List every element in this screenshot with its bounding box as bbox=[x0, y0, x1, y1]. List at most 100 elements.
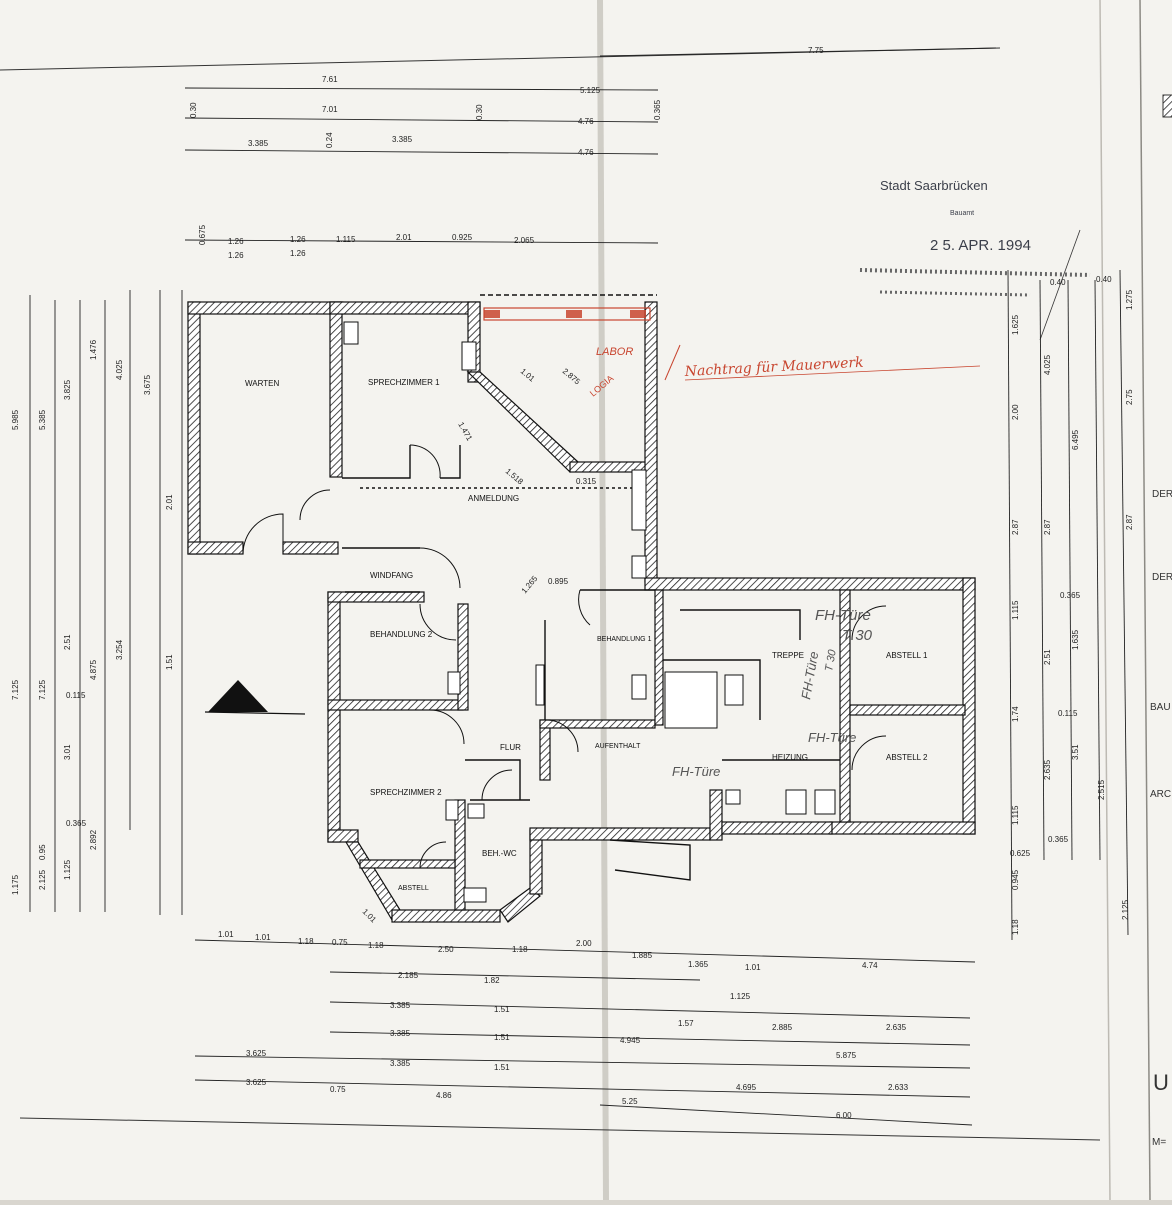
dim-bottom-b1f: 2.50 bbox=[438, 945, 454, 954]
partition-sprech1-door bbox=[440, 445, 461, 479]
title-block-inner-border bbox=[1139, 0, 1151, 1201]
sink-behandlung1 bbox=[631, 674, 647, 700]
dim-bottom-b5b: 3.385 bbox=[390, 1059, 411, 1068]
dim-left-l3: 3.825 bbox=[63, 379, 72, 400]
dim-bottom-b6f: 2.633 bbox=[888, 1083, 909, 1092]
dim-line-right-4 bbox=[1094, 279, 1101, 861]
dim-top-r6b: 3.385 bbox=[392, 135, 413, 144]
wall-abstell-north bbox=[359, 859, 456, 869]
wall-sprech1-north bbox=[329, 301, 481, 315]
dim-bottom-b1h: 2.00 bbox=[576, 939, 592, 948]
room-label-aufenthalt: AUFENTHALT bbox=[595, 743, 641, 750]
door-windfang bbox=[419, 547, 461, 589]
fixtures bbox=[343, 321, 836, 903]
dim-bottom-b1d: 0.75 bbox=[332, 938, 348, 947]
door-behandlung2 bbox=[419, 603, 457, 641]
partition-treppe-top bbox=[680, 609, 801, 640]
dim-bottom-b3d: 2.885 bbox=[772, 1023, 793, 1032]
dim-top-r7f: 2.065 bbox=[514, 236, 535, 245]
door-abstell bbox=[419, 841, 447, 869]
dim-left-l6: 3.675 bbox=[143, 374, 152, 395]
wall-warten-east bbox=[329, 301, 343, 478]
dim-left-l12: 3.01 bbox=[63, 744, 72, 760]
dim-top-r5: 4.76 bbox=[578, 117, 594, 126]
dim-left-l20: 2.125 bbox=[38, 869, 47, 890]
room-label-sprechzimmer2: SPRECHZIMMER 2 bbox=[370, 788, 442, 797]
room-label-beh-wc: BEH.-WC bbox=[482, 849, 517, 858]
room-label-abstell2: ABSTELL 2 bbox=[886, 753, 928, 762]
dim-top-r7h: 1.26 bbox=[290, 249, 306, 258]
room-label-labor: LABOR bbox=[596, 346, 633, 358]
frame-line-bottom bbox=[19, 1117, 1101, 1141]
dim-interior-0895: 0.895 bbox=[548, 577, 569, 586]
dim-left-l13: 2.892 bbox=[89, 829, 98, 850]
dim-left-l4: 1.476 bbox=[89, 339, 98, 360]
dim-left-l7: 7.125 bbox=[11, 679, 20, 700]
dim-bottom-b5d: 5.875 bbox=[836, 1051, 857, 1060]
dimension-lines bbox=[29, 47, 1129, 1126]
dim-top-r6a: 3.385 bbox=[248, 139, 269, 148]
wall-aufenthalt-west bbox=[539, 719, 551, 781]
dim-left-l14: 0.365 bbox=[66, 819, 87, 828]
dim-top-v024: 0.24 bbox=[325, 132, 334, 148]
room-label-flur: FLUR bbox=[500, 743, 521, 752]
dim-top-r2: 7.61 bbox=[322, 75, 338, 84]
sink-sprech2 bbox=[445, 799, 459, 821]
sink-wc bbox=[467, 803, 485, 819]
room-label-warten: WARTEN bbox=[245, 379, 279, 388]
dim-top-v0675: 0.675 bbox=[198, 224, 207, 245]
dim-right-r1: 2.00 bbox=[1011, 404, 1020, 420]
dim-bottom-b5a: 3.625 bbox=[246, 1049, 267, 1058]
meter-heizung bbox=[725, 789, 741, 805]
dim-bottom-b1j: 1.365 bbox=[688, 960, 709, 969]
red-pointer-line bbox=[664, 344, 681, 381]
dim-left-l17: 1.51 bbox=[165, 654, 174, 670]
dim-line-top-4 bbox=[184, 239, 659, 244]
dimension-labels-right: 2.00 1.625 4.025 6.495 2.75 1.275 2.87 2… bbox=[1010, 275, 1134, 935]
annotation-t30-2: T 30 bbox=[823, 648, 839, 673]
annotation-fh-tuere-1: FH-Türe bbox=[815, 607, 871, 624]
dim-bottom-b1g: 1.18 bbox=[512, 945, 528, 954]
title-block-label-b: DER bbox=[1152, 572, 1172, 583]
dim-right-r15: 3.51 bbox=[1071, 744, 1080, 760]
dim-bottom-b2a: 2.185 bbox=[398, 971, 419, 980]
dim-right-r14: 2.635 bbox=[1043, 759, 1052, 780]
dim-right-r16: 2.515 bbox=[1097, 779, 1106, 800]
dim-interior-0315: 0.315 bbox=[576, 477, 597, 486]
title-block-label-e: U bbox=[1153, 1070, 1169, 1095]
stair-block bbox=[664, 671, 718, 729]
door-abstell1 bbox=[851, 605, 887, 641]
doors bbox=[242, 444, 887, 869]
dim-left-l5: 4.025 bbox=[115, 359, 124, 380]
dim-line-top-0 bbox=[599, 47, 997, 57]
dim-bottom-b1b: 1.01 bbox=[255, 933, 271, 942]
dim-bottom-b6a: 3.625 bbox=[246, 1078, 267, 1087]
annotation-underline bbox=[684, 365, 981, 381]
dimension-labels-left: 5.985 5.385 3.825 1.476 4.025 3.675 7.12… bbox=[11, 339, 174, 895]
dim-line-right-3 bbox=[1067, 279, 1073, 861]
dim-bottom-b4b: 1.51 bbox=[494, 1033, 510, 1042]
sink-behandlung2 bbox=[447, 671, 461, 695]
dim-right-r21: 2.125 bbox=[1121, 899, 1130, 920]
dim-left-l8: 7.125 bbox=[38, 679, 47, 700]
stamp-text-line-a bbox=[859, 268, 1091, 277]
dim-bottom-b2c: 1.125 bbox=[730, 992, 751, 1001]
dim-top-r7e: 0.925 bbox=[452, 233, 473, 242]
counter-labor bbox=[631, 469, 647, 531]
dim-left-l16: 2.01 bbox=[165, 494, 174, 510]
partition-treppe bbox=[663, 659, 761, 720]
stamp-signature-stroke bbox=[1039, 229, 1081, 341]
boiler-treppe bbox=[724, 674, 744, 706]
dim-bottom-b1k: 1.01 bbox=[745, 963, 761, 972]
labor-wall-red-mark-a bbox=[484, 310, 500, 318]
dim-top-r7a: 1.26 bbox=[228, 237, 244, 246]
room-label-treppe: TREPPE bbox=[772, 651, 804, 660]
partition-sprech1 bbox=[342, 445, 411, 479]
door-sprech2 bbox=[429, 709, 465, 745]
dim-bottom-b5c: 1.51 bbox=[494, 1063, 510, 1072]
dim-right-r12: 2.51 bbox=[1043, 649, 1052, 665]
dim-left-l11: 2.51 bbox=[63, 634, 72, 650]
dim-left-l18: 0.95 bbox=[38, 844, 47, 860]
dim-bottom-b6c: 4.86 bbox=[436, 1091, 452, 1100]
